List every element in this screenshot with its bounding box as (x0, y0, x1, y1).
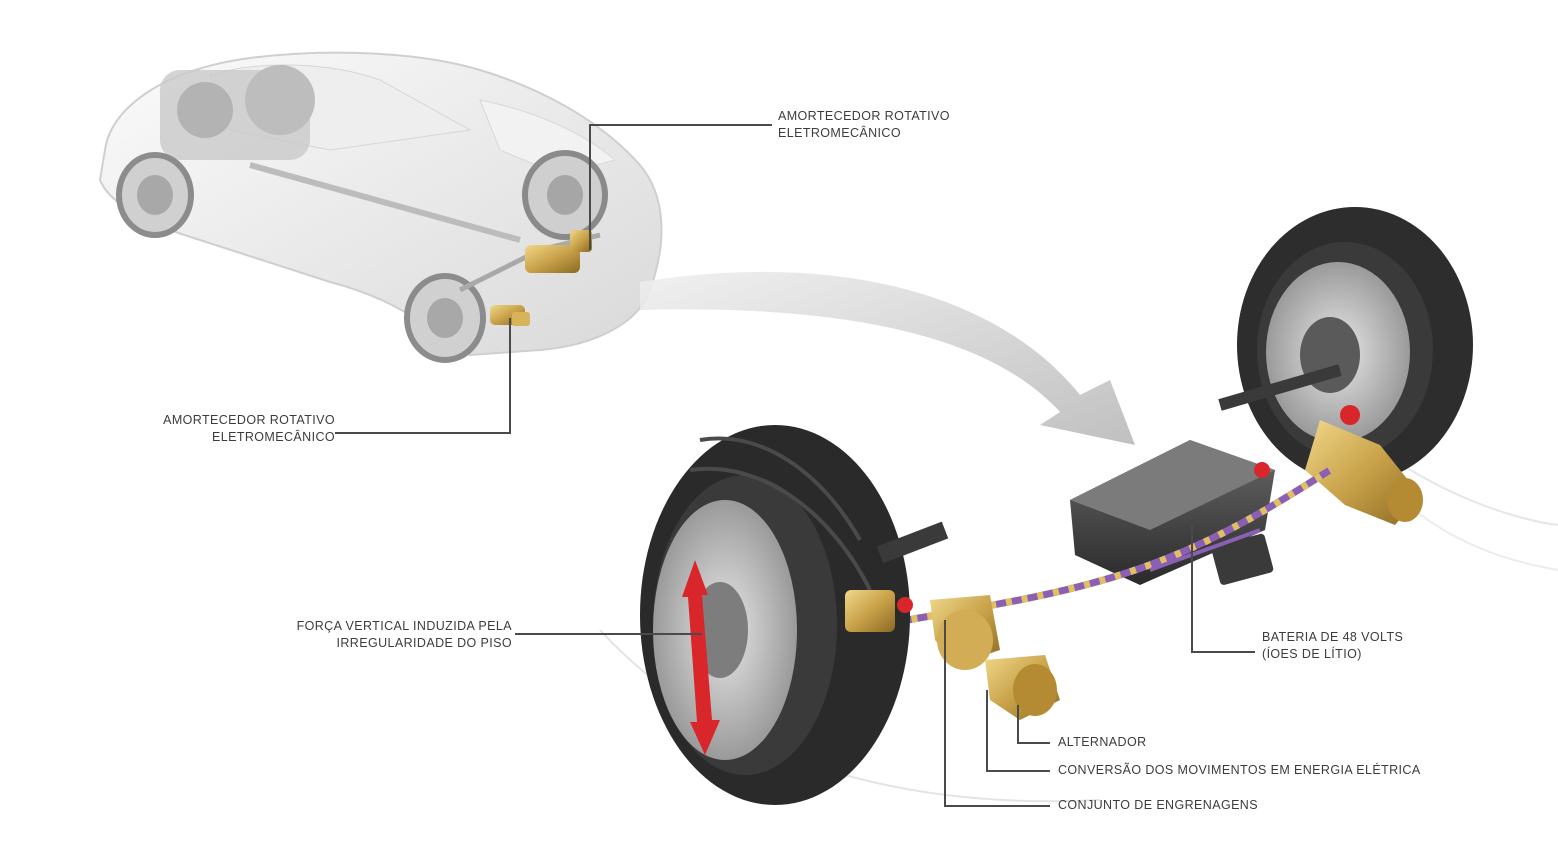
leader-lines (335, 124, 1255, 807)
front-wheel-icon (640, 425, 949, 805)
callout-alternator: ALTERNADOR (1058, 735, 1147, 749)
callout-battery-line1: BATERIA DE 48 VOLTS (1262, 630, 1404, 644)
callout-damper-top-line1: AMORTECEDOR ROTATIVO (778, 109, 950, 123)
callout-damper-left-line1: AMORTECEDOR ROTATIVO (163, 413, 335, 427)
callout-battery: BATERIA DE 48 VOLTS (ÍOES DE LÍTIO) (1262, 629, 1403, 663)
leader-line-damper-top (589, 124, 772, 250)
car-rear-right-wheel-icon (522, 150, 608, 240)
rear-damper-right-icon (1305, 405, 1423, 525)
callout-conversion: CONVERSÃO DOS MOVIMENTOS EM ENERGIA ELÉT… (1058, 763, 1421, 777)
leader-line-damper-left (335, 318, 511, 434)
leader-line-alternator (1017, 705, 1050, 744)
leader-line-battery (1191, 525, 1255, 653)
car-damper-icon (490, 230, 592, 326)
callout-damper-left-line2: ELETROMECÂNICO (212, 430, 335, 444)
leader-line-gears (944, 620, 1050, 807)
callout-gears: CONJUNTO DE ENGRENAGENS (1058, 798, 1258, 812)
curved-arrow-icon (640, 271, 1135, 445)
callout-vertical-force-line2: IRREGULARIDADE DO PISO (336, 636, 512, 650)
leader-line-conversion (986, 690, 1050, 772)
callout-battery-line2: (ÍOES DE LÍTIO) (1262, 647, 1362, 661)
callout-vertical-force: FORÇA VERTICAL INDUZIDA PELA IRREGULARID… (250, 618, 512, 652)
front-damper-assembly-icon (845, 590, 1060, 720)
rear-wheel-right-icon (1218, 207, 1473, 483)
battery-icon (1070, 440, 1275, 585)
vertical-force-arrow-icon (682, 560, 720, 755)
callout-vertical-force-line1: FORÇA VERTICAL INDUZIDA PELA (296, 619, 512, 633)
car-front-wheel-icon (116, 152, 194, 238)
callout-damper-top: AMORTECEDOR ROTATIVO ELETROMECÂNICO (778, 108, 950, 142)
car-rear-wheel-icon (404, 273, 486, 363)
engine-icon (160, 65, 315, 160)
callout-damper-left: AMORTECEDOR ROTATIVO ELETROMECÂNICO (140, 412, 335, 446)
callout-damper-top-line2: ELETROMECÂNICO (778, 126, 901, 140)
car-illustration (98, 51, 663, 363)
